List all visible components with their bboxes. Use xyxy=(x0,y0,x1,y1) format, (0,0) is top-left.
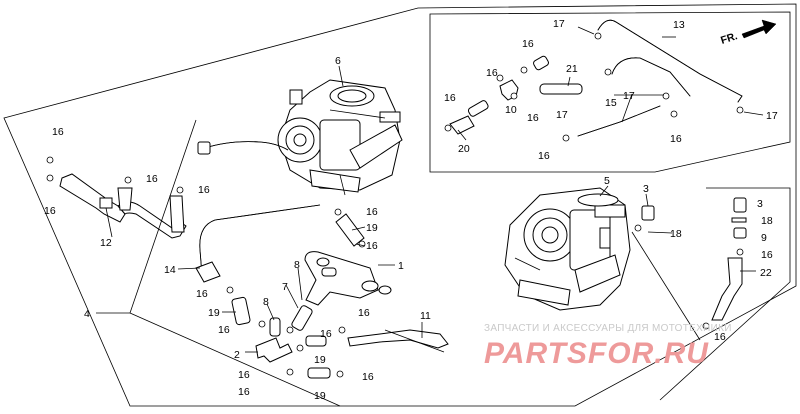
label-16-b4: 16 xyxy=(320,328,332,340)
hose-short-b xyxy=(467,100,489,117)
label-13: 13 xyxy=(673,19,685,31)
hose-13 xyxy=(597,19,743,103)
label-1: 1 xyxy=(398,260,404,272)
label-16-m2: 16 xyxy=(366,240,378,252)
label-16-t6: 16 xyxy=(670,133,682,145)
label-16-b3: 16 xyxy=(358,307,370,319)
hose-short-a xyxy=(533,55,549,71)
label-16-t1: 16 xyxy=(522,38,534,50)
label-21: 21 xyxy=(566,63,578,75)
front-direction-arrow: FR. xyxy=(719,19,777,47)
watermark: ЗАПЧАСТИ И АКСЕССУАРЫ ДЛЯ МОТОТЕХНИКИ PA… xyxy=(484,323,732,370)
label-19-d: 19 xyxy=(314,390,326,402)
hose-15 xyxy=(577,105,661,137)
hose-20 xyxy=(449,115,475,135)
carburetor-6 xyxy=(277,79,403,196)
label-16-t5: 16 xyxy=(538,150,550,162)
hose-19-lower-b xyxy=(305,335,327,347)
cap-3-lower xyxy=(733,197,747,213)
label-11: 11 xyxy=(420,310,431,322)
label-6: 6 xyxy=(335,55,341,67)
label-17-b: 17 xyxy=(623,90,635,102)
label-16-b1: 16 xyxy=(196,288,208,300)
hose-22 xyxy=(711,257,743,321)
label-9: 9 xyxy=(761,232,767,244)
label-16-t2: 16 xyxy=(486,67,498,79)
label-16-m1: 16 xyxy=(366,206,378,218)
label-16-r2: 16 xyxy=(714,331,726,343)
label-16-b7: 16 xyxy=(238,386,250,398)
fitting-9 xyxy=(733,227,747,239)
label-17-d: 17 xyxy=(556,109,568,121)
label-17-a: 17 xyxy=(553,18,565,30)
label-3-b: 3 xyxy=(757,198,763,210)
inset-box-top xyxy=(429,11,791,173)
label-19-c: 19 xyxy=(314,354,326,366)
label-16-t3: 16 xyxy=(444,92,456,104)
watermark-logo: PARTSFOR.RU xyxy=(484,337,709,370)
part-labels: 6 5 3 3 18 18 9 16 22 16 13 17 17 17 17 … xyxy=(44,18,778,402)
label-4: 4 xyxy=(84,308,90,320)
leader-lines xyxy=(96,26,764,407)
label-16-l1: 16 xyxy=(52,126,64,138)
watermark-text: ЗАПЧАСТИ И АКСЕССУАРЫ ДЛЯ МОТОТЕХНИКИ xyxy=(484,323,732,334)
label-16-r1: 16 xyxy=(761,249,773,261)
hose-7 xyxy=(291,305,313,331)
carburetor-5 xyxy=(504,187,631,311)
label-19-a: 19 xyxy=(366,222,378,234)
label-2: 2 xyxy=(234,349,240,361)
hose-19-upper xyxy=(335,213,365,247)
joint-1 xyxy=(304,251,392,306)
label-10: 10 xyxy=(505,104,517,116)
outer-frame xyxy=(3,3,797,407)
label-16-b2: 16 xyxy=(218,324,230,336)
label-5: 5 xyxy=(604,175,610,187)
label-15: 15 xyxy=(605,97,617,109)
label-17-c: 17 xyxy=(766,110,778,122)
label-18-b: 18 xyxy=(761,215,773,227)
label-16-b5: 16 xyxy=(238,369,250,381)
vent-tube-14 xyxy=(195,204,321,283)
hose-19-lower-c xyxy=(307,367,331,379)
label-16-l4: 16 xyxy=(198,184,210,196)
label-3-a: 3 xyxy=(643,183,649,195)
hose-19-lower-a xyxy=(231,296,251,326)
label-16-l2: 16 xyxy=(44,205,56,217)
label-16-b6: 16 xyxy=(362,371,374,383)
label-22: 22 xyxy=(760,267,772,279)
hose-12 xyxy=(59,173,187,239)
joint-2 xyxy=(255,337,293,363)
label-16-l3: 16 xyxy=(146,173,158,185)
inset-box-right xyxy=(659,187,791,401)
clips-16 xyxy=(46,32,744,378)
hose-8 xyxy=(269,317,281,337)
label-20: 20 xyxy=(458,143,470,155)
direction-label: FR. xyxy=(719,30,739,47)
label-8-b: 8 xyxy=(263,296,269,308)
label-14: 14 xyxy=(164,264,176,276)
label-7: 7 xyxy=(282,281,288,293)
cap-3-upper xyxy=(641,205,655,221)
label-19-b: 19 xyxy=(208,307,220,319)
label-18-a: 18 xyxy=(670,228,682,240)
hose-21 xyxy=(539,83,583,95)
label-16-t4: 16 xyxy=(527,112,539,124)
label-8-a: 8 xyxy=(294,259,300,271)
hose-11 xyxy=(347,329,449,349)
clip-18 xyxy=(731,217,747,223)
label-12: 12 xyxy=(100,237,112,249)
